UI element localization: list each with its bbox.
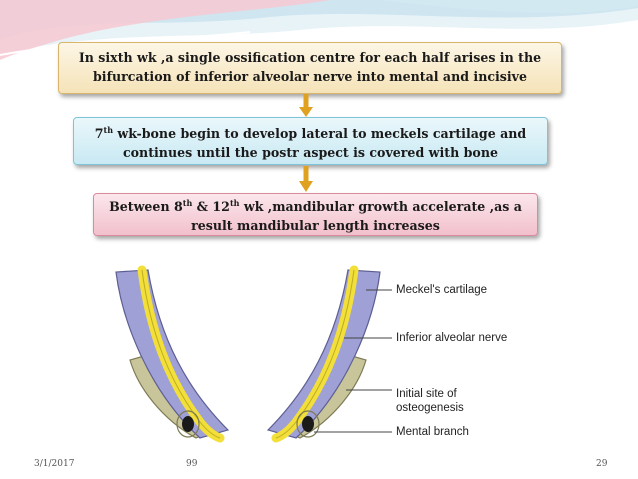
label-meckels-cartilage: Meckel's cartilage: [396, 284, 488, 296]
right-mandible-half: [266, 265, 381, 443]
info-box-growth: Between 8th & 12th wk ,mandibular growth…: [93, 193, 538, 236]
header-swoosh-decoration: [0, 0, 638, 60]
down-arrow-icon: [299, 94, 313, 117]
label-inferior-alveolar-nerve: Inferior alveolar nerve: [396, 332, 508, 344]
info-box-seventh-week: 7th wk-bone begin to develop lateral to …: [73, 117, 548, 165]
box2-text: wk-bone begin to develop lateral to meck…: [113, 126, 527, 160]
footer-date: 3/1/2017: [34, 459, 75, 469]
left-mental-foramen: [182, 416, 194, 432]
box3-mid: & 12: [192, 199, 230, 214]
left-mandible-half: [115, 265, 230, 443]
box3-post: wk ,mandibular growth accelerate ,as a r…: [191, 199, 522, 233]
box1-text: In sixth wk ,a single ossification centr…: [78, 50, 542, 84]
left-meckels-cartilage: [115, 269, 230, 439]
box3-sup2: th: [229, 197, 240, 208]
box2-sup: th: [103, 124, 114, 135]
label-initial-site-line1: Initial site of: [396, 388, 457, 400]
right-mental-foramen: [302, 416, 314, 432]
info-box-sixth-week: In sixth wk ,a single ossification centr…: [58, 42, 562, 94]
footer-page-number: 29: [596, 459, 608, 469]
footer-center-number: 99: [186, 459, 198, 469]
down-arrow-icon: [299, 166, 313, 192]
right-meckels-cartilage: [266, 269, 381, 439]
box3-pre: Between 8: [109, 199, 183, 214]
label-mental-branch: Mental branch: [396, 426, 469, 438]
label-initial-site-line2: osteogenesis: [396, 402, 464, 414]
box2-num: 7: [94, 126, 104, 141]
mandible-ossification-diagram: [115, 265, 392, 443]
box3-sup1: th: [182, 197, 193, 208]
